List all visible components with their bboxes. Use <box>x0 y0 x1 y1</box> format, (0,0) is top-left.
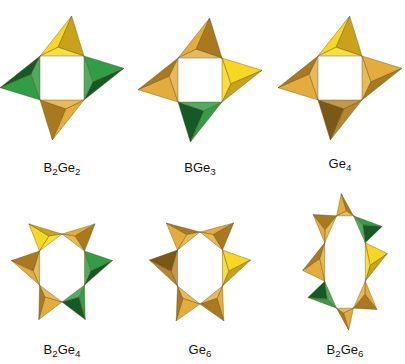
tetrahedron-face <box>177 286 200 304</box>
tetrahedron-face <box>177 232 200 250</box>
tetrahedron-face <box>200 286 223 304</box>
cluster-label: Ge4 <box>329 156 352 172</box>
tetrahedron-face <box>33 251 39 285</box>
tetrahedron-face <box>318 100 362 109</box>
tetrahedron-face <box>85 251 91 285</box>
tetrahedron-face <box>223 250 229 286</box>
tetrahedron-face <box>320 243 325 281</box>
tetrahedron-face <box>353 281 365 308</box>
tetrahedron-face <box>200 232 223 250</box>
tetrahedron-face <box>337 308 354 313</box>
tetrahedron-face <box>337 211 354 216</box>
tetrahedron-face <box>318 47 362 56</box>
cluster-label: B2Ge2 <box>44 160 81 176</box>
tetrahedron-face <box>39 234 62 251</box>
tetrahedron-face <box>213 223 234 250</box>
tetrahedron-face <box>171 250 177 286</box>
tetrahedron-face <box>363 225 382 243</box>
tetrahedron-face <box>62 285 85 302</box>
ring-cluster <box>0 16 124 140</box>
tetrahedron-face <box>325 216 337 243</box>
tetrahedron-face <box>222 58 231 102</box>
tetrahedron-face <box>29 224 62 236</box>
cluster-label: Ge6 <box>189 342 212 358</box>
tetrahedron-face <box>309 56 318 100</box>
cluster-label: B2Ge6 <box>327 342 364 358</box>
tetrahedron-face <box>40 47 84 56</box>
tetrahedron-face <box>75 224 95 251</box>
tetrahedron-face <box>308 281 327 299</box>
ring-cluster <box>138 18 262 142</box>
tetrahedron-face <box>62 234 85 251</box>
ring-cluster <box>149 223 250 321</box>
tetrahedron-face <box>362 56 371 100</box>
cluster-label: B2Ge4 <box>44 342 81 358</box>
ring-cluster <box>11 224 112 320</box>
tetrahedron-face <box>365 243 370 281</box>
tetrahedron-face <box>178 49 222 58</box>
tetrahedron-face <box>169 58 178 102</box>
tetrahedron-face <box>325 281 337 308</box>
tetrahedron-face <box>31 56 40 100</box>
tetrahedron-face <box>178 102 222 111</box>
tetrahedron-face <box>84 56 93 100</box>
ring-cluster <box>278 16 402 140</box>
tetrahedron-face <box>39 285 62 302</box>
ring-cluster <box>303 194 388 330</box>
tetrahedron-face <box>353 216 365 243</box>
tetrahedron-face <box>40 100 84 109</box>
cluster-label: BGe3 <box>184 160 215 176</box>
